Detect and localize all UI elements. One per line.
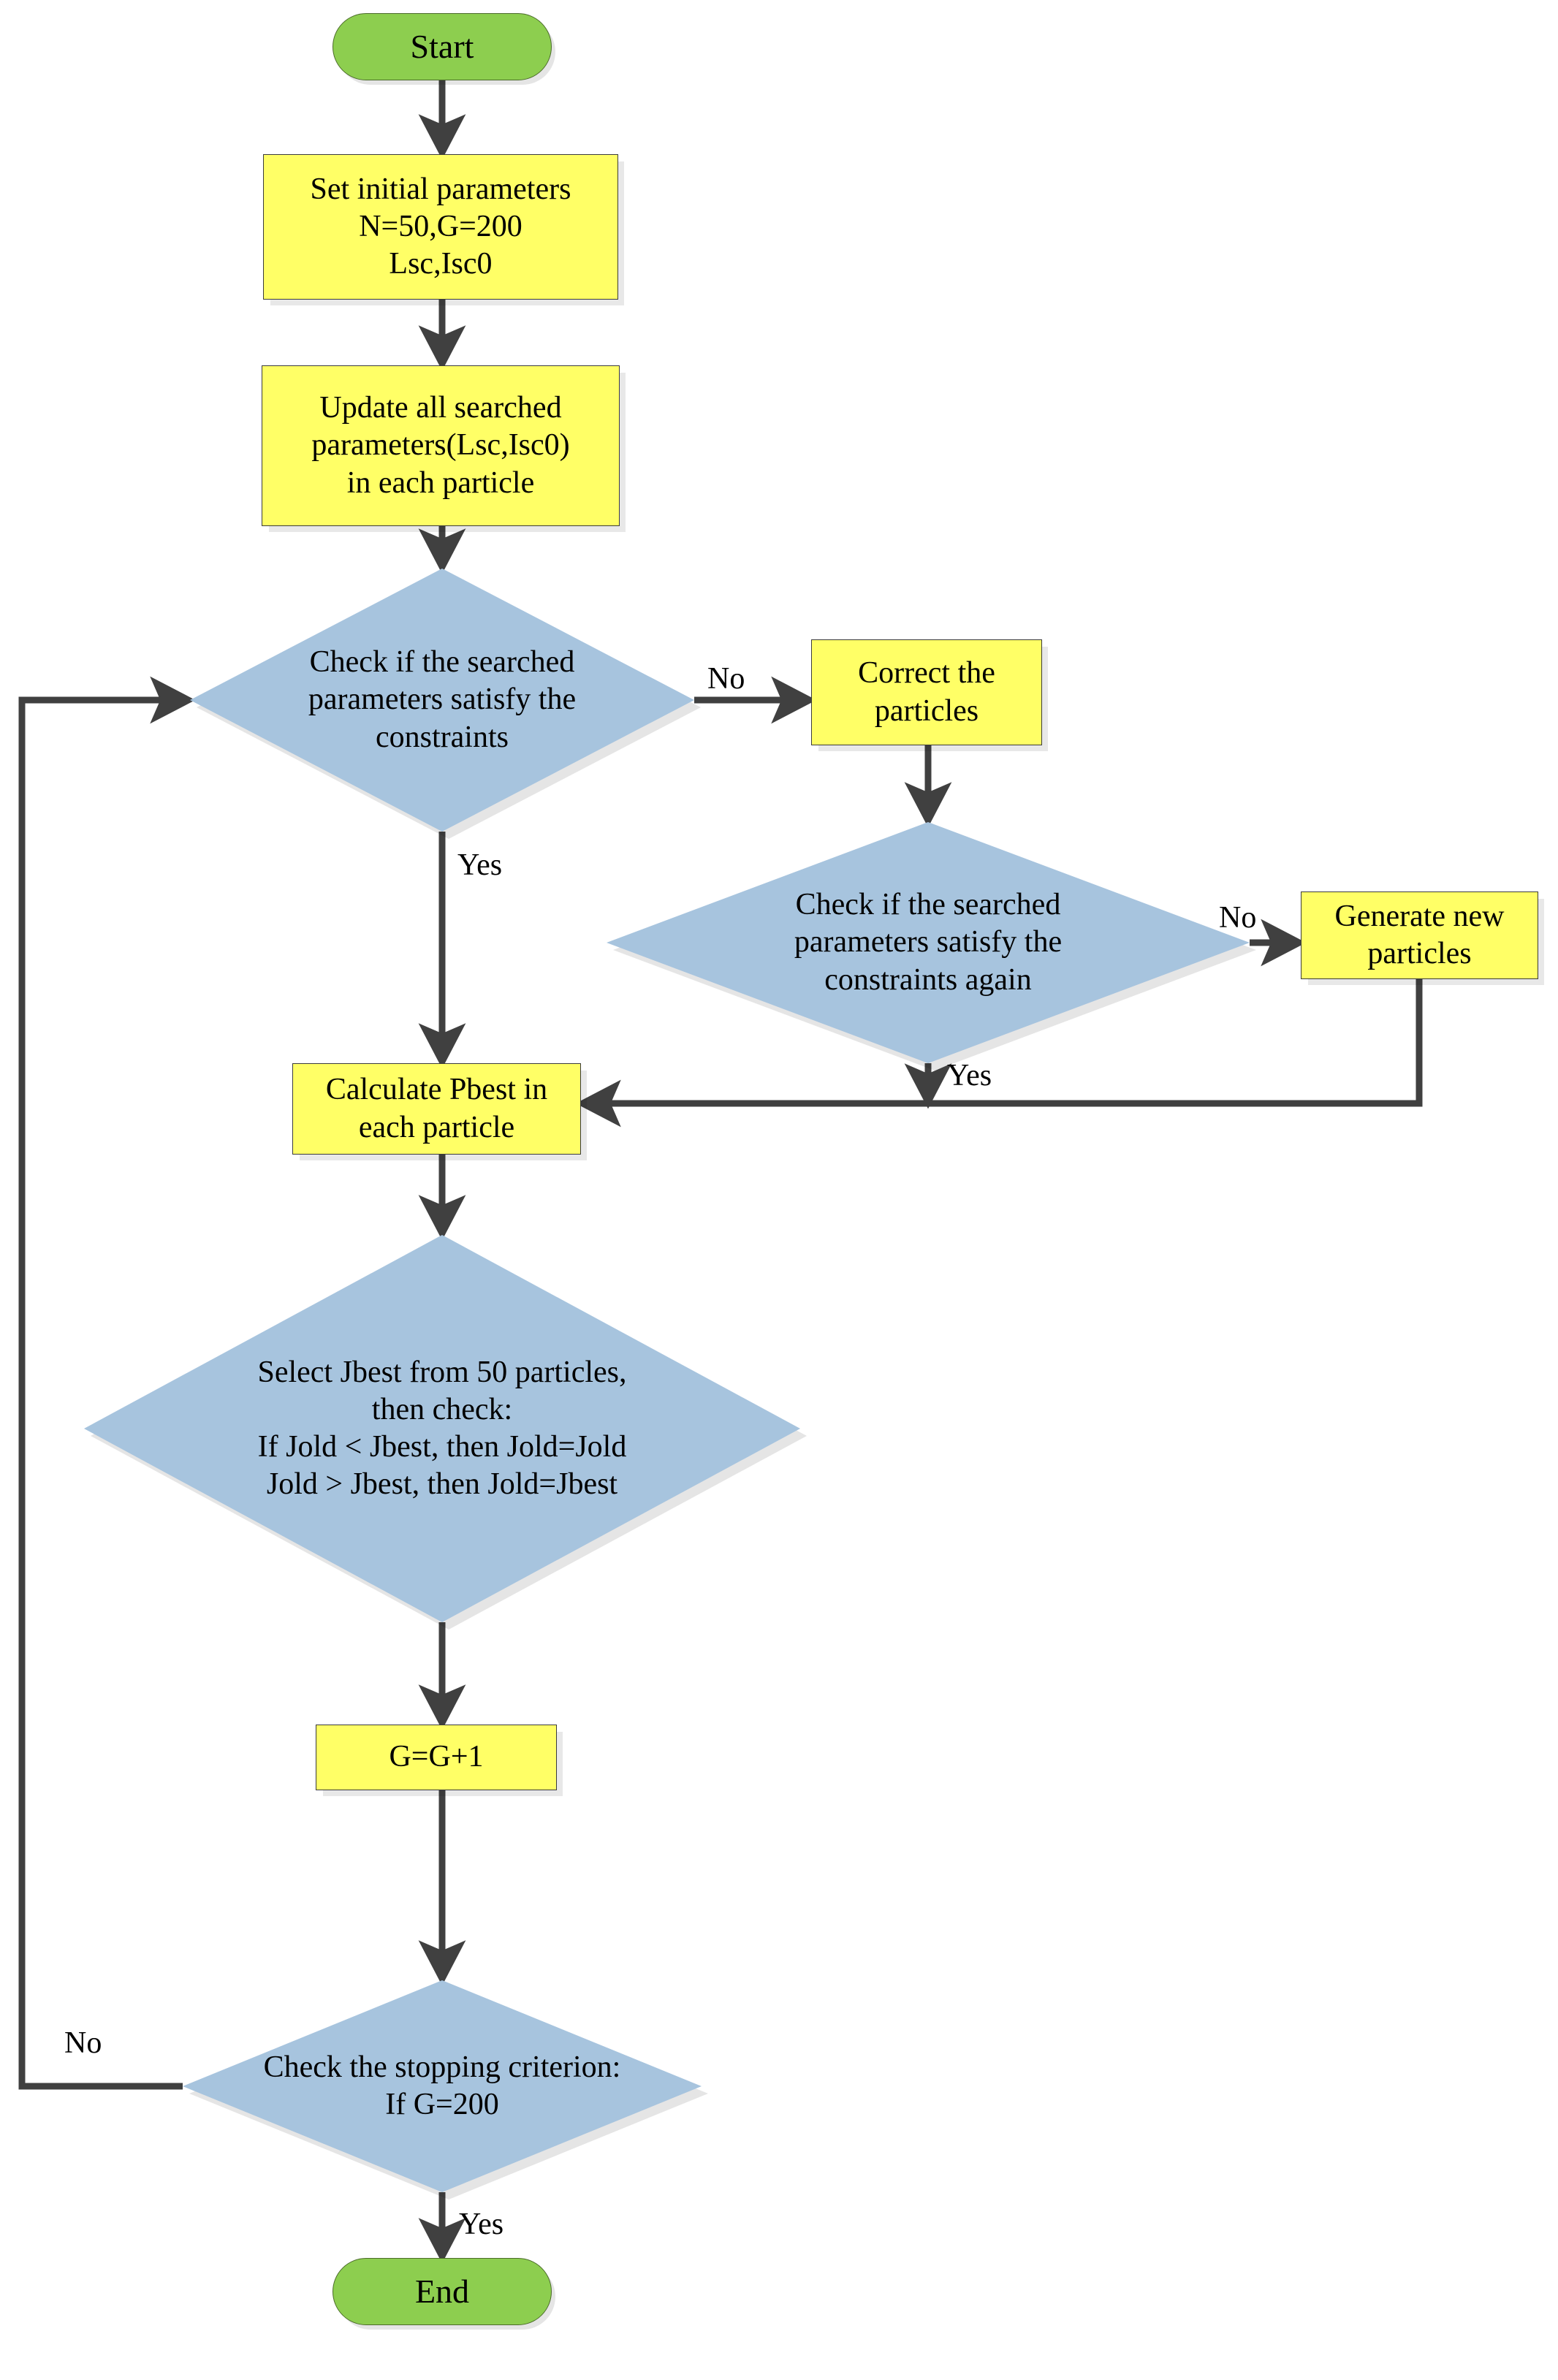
node-end-label: End [414,2272,470,2310]
node-set-initial-parameters-label: Set initial parameters N=50,G=200 Lsc,Is… [310,172,571,281]
node-set-initial-parameters[interactable]: Set initial parameters N=50,G=200 Lsc,Is… [263,154,618,300]
edge-label-stopping-no: No [64,2026,102,2060]
node-calculate-pbest[interactable]: Calculate Pbest in each particle [292,1063,581,1155]
edge-label-check-constraints-yes: Yes [457,848,503,882]
edge-label-check-again-no: No [1219,901,1257,935]
node-generate-new-particles[interactable]: Generate new particles [1301,891,1538,979]
edge-label-stopping-yes: Yes [459,2208,504,2241]
edge-label-check-constraints-no: No [707,662,745,696]
node-update-parameters[interactable]: Update all searched parameters(Lsc,Isc0)… [262,365,620,526]
node-generate-new-particles-label: Generate new particles [1334,899,1505,970]
node-calculate-pbest-label: Calculate Pbest in each particle [325,1073,548,1144]
edge-label-check-again-yes: Yes [947,1059,992,1092]
node-check-constraints-again[interactable]: Check if the searched parameters satisfy… [607,822,1256,1071]
node-check-constraints[interactable]: Check if the searched parameters satisfy… [190,569,701,839]
node-stopping-criterion-label: Check the stopping criterion: If G=200 [263,2050,621,2121]
node-start-label: Start [410,27,474,65]
node-select-jbest-label: Select Jbest from 50 particles, then che… [257,1355,627,1502]
node-increment-g-label: G=G+1 [389,1740,484,1774]
node-start[interactable]: Start [332,13,552,80]
node-increment-g[interactable]: G=G+1 [316,1725,557,1790]
node-check-constraints-label: Check if the searched parameters satisfy… [308,645,577,754]
node-correct-particles[interactable]: Correct the particles [811,639,1042,745]
node-correct-particles-label: Correct the particles [858,656,995,728]
node-end[interactable]: End [332,2258,552,2325]
node-stopping-criterion[interactable]: Check the stopping criterion: If G=200 [183,1980,708,2200]
node-select-jbest[interactable]: Select Jbest from 50 particles, then che… [84,1235,807,1630]
node-check-constraints-again-label: Check if the searched parameters satisfy… [794,888,1063,997]
node-update-parameters-label: Update all searched parameters(Lsc,Isc0)… [311,391,570,500]
